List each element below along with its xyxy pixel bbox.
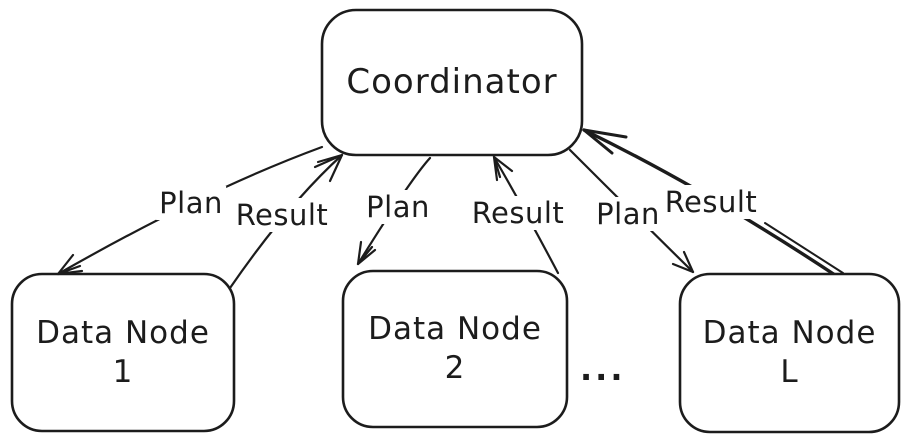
data-node-l-box bbox=[678, 272, 901, 434]
data-node-l-label-wrap: Data Node L bbox=[680, 274, 899, 432]
arrowhead-result-1 bbox=[313, 153, 344, 183]
edge-label-result-3: Result bbox=[661, 185, 761, 219]
arrowhead-result-3 bbox=[582, 128, 628, 155]
data-node-2-box bbox=[341, 269, 569, 429]
arrowhead-result-2 bbox=[492, 155, 514, 182]
edge-label-plan-2: Plan bbox=[363, 190, 433, 224]
data-node-1-id: 1 bbox=[112, 353, 134, 390]
arrowhead-plan-1 bbox=[56, 253, 84, 276]
arrowhead-plan-2 bbox=[356, 240, 377, 266]
edge-label-plan-3: Plan bbox=[593, 197, 663, 231]
data-node-2-id: 2 bbox=[444, 350, 466, 386]
edge-label-result-1: Result bbox=[232, 198, 332, 232]
coordinator-label-wrap: Coordinator bbox=[322, 10, 582, 155]
edge-label-result-2: Result bbox=[468, 196, 568, 230]
coordinator-label: Coordinator bbox=[346, 62, 558, 103]
edge-label-plan-1: Plan bbox=[156, 186, 226, 220]
data-node-1-box bbox=[10, 272, 236, 433]
edge-result-3-line-double bbox=[764, 222, 844, 274]
data-node-2-title: Data Node bbox=[368, 311, 542, 348]
data-node-2-label-wrap: Data Node 2 bbox=[343, 271, 567, 427]
ellipsis: ... bbox=[580, 350, 626, 388]
data-node-l-id: L bbox=[780, 354, 799, 390]
coordinator-box bbox=[320, 8, 584, 157]
data-node-1-title: Data Node bbox=[36, 314, 210, 351]
data-node-1-label-wrap: Data Node 1 bbox=[12, 274, 234, 431]
arrowhead-plan-3 bbox=[671, 250, 695, 274]
data-node-l-title: Data Node bbox=[702, 315, 877, 352]
